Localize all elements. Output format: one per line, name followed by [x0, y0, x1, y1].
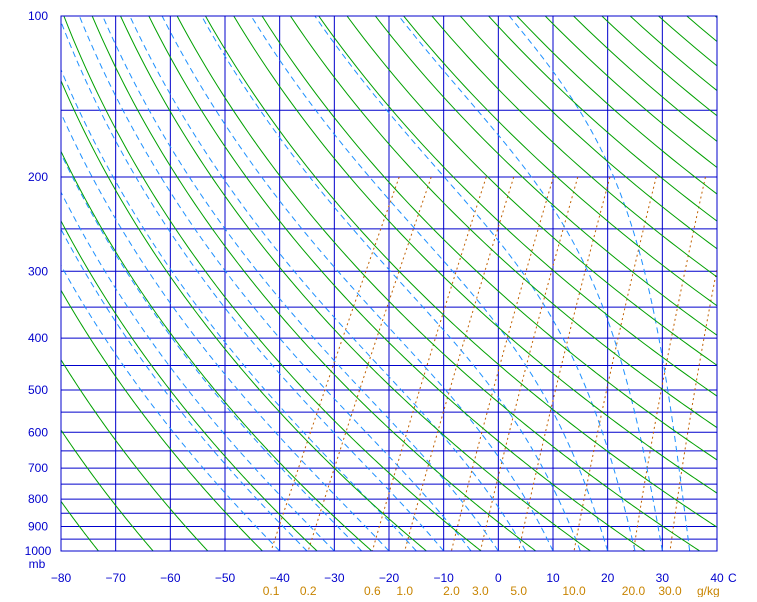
dry-adiabat-line — [659, 16, 757, 551]
y-tick-label: 500 — [28, 383, 48, 397]
y-tick-label: 200 — [28, 170, 48, 184]
mixing-ratio-line — [519, 177, 610, 551]
mixing-ratio-line — [574, 177, 656, 551]
dry-adiabat-line — [319, 16, 757, 551]
dry-adiabat-line — [347, 16, 757, 551]
dry-adiabat-line — [715, 16, 757, 551]
mixing-ratio-label: 3.0 — [472, 584, 489, 597]
x-tick-label: −80 — [51, 571, 72, 585]
mixing-ratio-line — [480, 177, 577, 551]
dry-adiabat-line — [64, 16, 481, 551]
vertical-grid — [61, 16, 717, 551]
mixing-ratio-label: 5.0 — [510, 584, 527, 597]
x-tick-label: 40 — [710, 571, 724, 585]
dry-adiabat-line — [743, 16, 757, 551]
mixing-ratio-line — [271, 177, 399, 551]
mixing-ratio-label: 0.1 — [263, 584, 280, 597]
mixing-ratio-label: 30.0 — [658, 584, 682, 597]
y-tick-label: 900 — [28, 520, 48, 534]
y-tick-label: 300 — [28, 264, 48, 278]
dry-adiabat-line — [687, 16, 757, 551]
x-tick-label: −70 — [105, 571, 126, 585]
mixing-ratio-lines — [271, 177, 736, 551]
dry-adiabats — [0, 16, 757, 551]
y-tick-label: 400 — [28, 331, 48, 345]
x-tick-label: 10 — [546, 571, 560, 585]
x-tick-label: 20 — [601, 571, 615, 585]
y-tick-labels: 100 200 300 400 500 600 700 800 900 1000 — [25, 9, 52, 558]
moist-adiabat-line — [130, 16, 526, 551]
dry-adiabat-line — [234, 16, 757, 551]
x-tick-label: −60 — [160, 571, 181, 585]
mixing-ratio-labels: 0.1 0.2 0.6 1.0 2.0 3.0 5.0 10.0 20.0 30.0 — [263, 584, 682, 597]
mixing-ratio-label: 2.0 — [443, 584, 460, 597]
y-tick-label: 1000 — [25, 544, 52, 558]
y-tick-label: 700 — [28, 461, 48, 475]
moist-adiabat-line — [202, 16, 581, 551]
mixing-ratio-label: 0.6 — [364, 584, 381, 597]
x-tick-label: −40 — [269, 571, 290, 585]
mixing-ratio-label: 1.0 — [396, 584, 413, 597]
mixing-unit-label: g/kg — [697, 584, 720, 597]
moist-adiabat-line — [79, 16, 471, 551]
dry-adiabat-line — [545, 16, 757, 551]
x-tick-label: −20 — [379, 571, 400, 585]
mixing-ratio-line — [670, 177, 736, 551]
moist-adiabat-line — [399, 16, 663, 551]
moist-adiabat-line — [315, 16, 635, 551]
x-tick-labels: −80 −70 −60 −50 −40 −30 −20 −10 0 10 20 30 40 — [51, 571, 724, 585]
x-tick-label: −50 — [215, 571, 236, 585]
y-tick-label: 100 — [28, 9, 48, 23]
x-tick-label: −30 — [324, 571, 345, 585]
moist-adiabats — [0, 16, 690, 551]
x-unit-label: C — [728, 571, 737, 585]
dry-adiabat-line — [574, 16, 757, 551]
moist-adiabat-line — [7, 16, 362, 551]
y-unit-label: mb — [29, 557, 46, 571]
x-tick-label: 0 — [495, 571, 502, 585]
dry-adiabat-line — [375, 16, 757, 551]
mixing-ratio-label: 10.0 — [562, 584, 586, 597]
moist-adiabat-line — [251, 16, 608, 551]
dry-adiabat-line — [92, 16, 536, 551]
y-tick-label: 600 — [28, 425, 48, 439]
mixing-ratio-line — [451, 177, 553, 551]
x-tick-label: 30 — [656, 571, 670, 585]
mixing-ratio-label: 0.2 — [300, 584, 317, 597]
dry-adiabat-line — [121, 16, 591, 551]
dry-adiabat-line — [7, 16, 372, 551]
x-tick-label: −10 — [433, 571, 454, 585]
y-tick-label: 800 — [28, 492, 48, 506]
moist-adiabat-line — [162, 16, 553, 551]
mixing-ratio-label: 20.0 — [622, 584, 646, 597]
dry-adiabat-line — [0, 16, 98, 551]
